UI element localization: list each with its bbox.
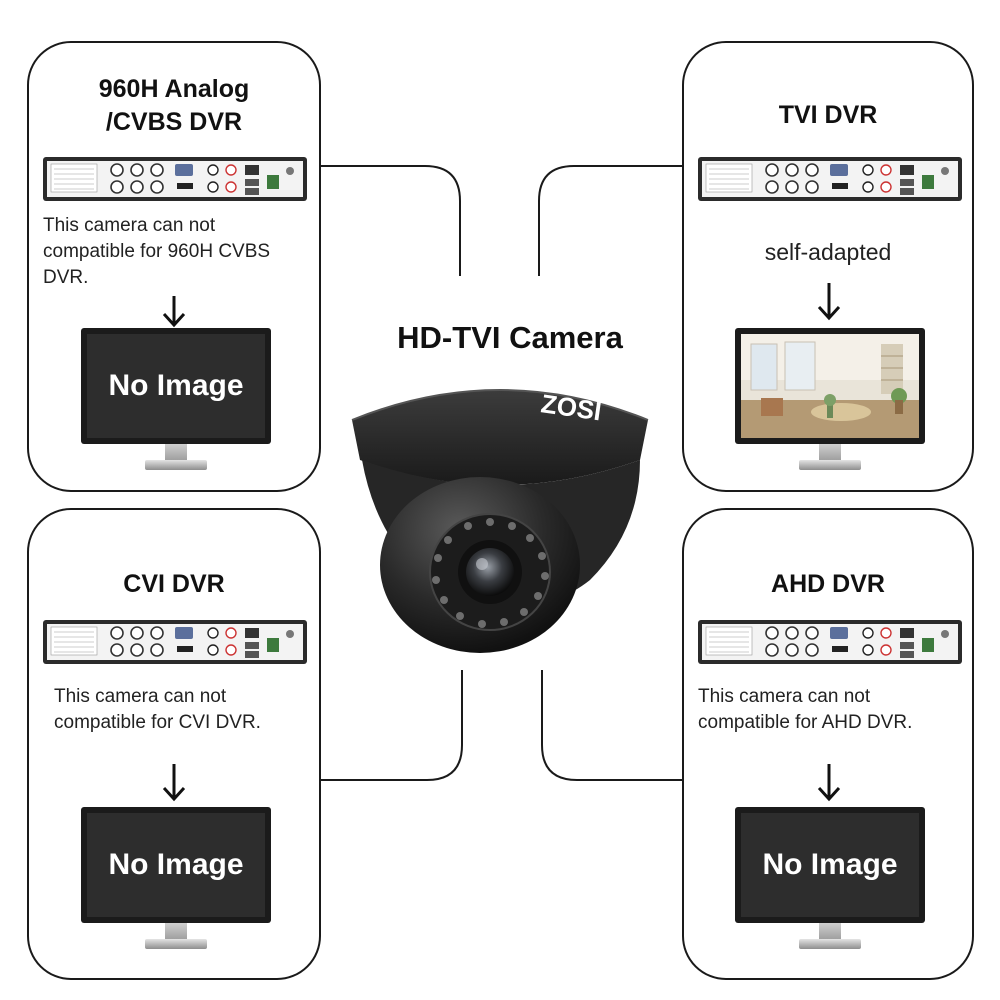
screen-text: No Image [108,369,244,402]
panel-desc-line2: compatible for AHD DVR. [698,712,913,733]
panel-desc-line1: This camera can not [698,686,871,707]
panel-desc-line3: DVR. [43,267,89,288]
panel-desc-line1: This camera can not [43,215,216,236]
panel-ahd-dvr: AHD DVR This camera can not compatible f… [682,508,974,980]
panel-title: AHD DVR [771,570,885,598]
panel-desc-line1: This camera can not [54,686,227,707]
panel-cvi-dvr: CVI DVR This camera can not compatible f… [27,508,321,980]
panel-desc: self-adapted [764,239,892,265]
connector-bottom-right [541,670,682,781]
dome-camera-icon: ZOSI [351,388,649,653]
down-arrow-icon [817,283,841,321]
panel-desc-line2: compatible for 960H CVBS [43,241,271,262]
monitor-icon [735,328,925,478]
screen-text: No Image [108,848,244,881]
down-arrow-icon [162,296,186,328]
camera-title: HD-TVI Camera [397,320,623,355]
panel-title: CVI DVR [123,570,225,598]
panel-960h-cvbs-dvr: 960H Analog /CVBS DVR This camera can no… [27,41,321,492]
panel-title: TVI DVR [778,101,878,129]
dvr-back-panel-icon [698,620,962,664]
down-arrow-icon [162,764,186,802]
down-arrow-icon [817,764,841,802]
panel-title-line1: 960H Analog [98,75,250,103]
dvr-back-panel-icon [43,620,307,664]
monitor-icon: No Image [81,328,271,478]
panel-desc-line2: compatible for CVI DVR. [54,712,261,733]
monitor-icon: No Image [735,807,925,957]
dvr-back-panel-icon [698,157,962,201]
connector-top-left [321,165,461,276]
panel-title-line2: /CVBS DVR [105,108,243,136]
dvr-back-panel-icon [43,157,307,201]
room-photo-image [741,334,919,438]
monitor-icon: No Image [81,807,271,957]
screen-text: No Image [762,848,898,881]
connector-top-right [538,165,682,276]
connector-bottom-left [321,670,463,781]
panel-tvi-dvr: TVI DVR self-adapted [682,41,974,492]
